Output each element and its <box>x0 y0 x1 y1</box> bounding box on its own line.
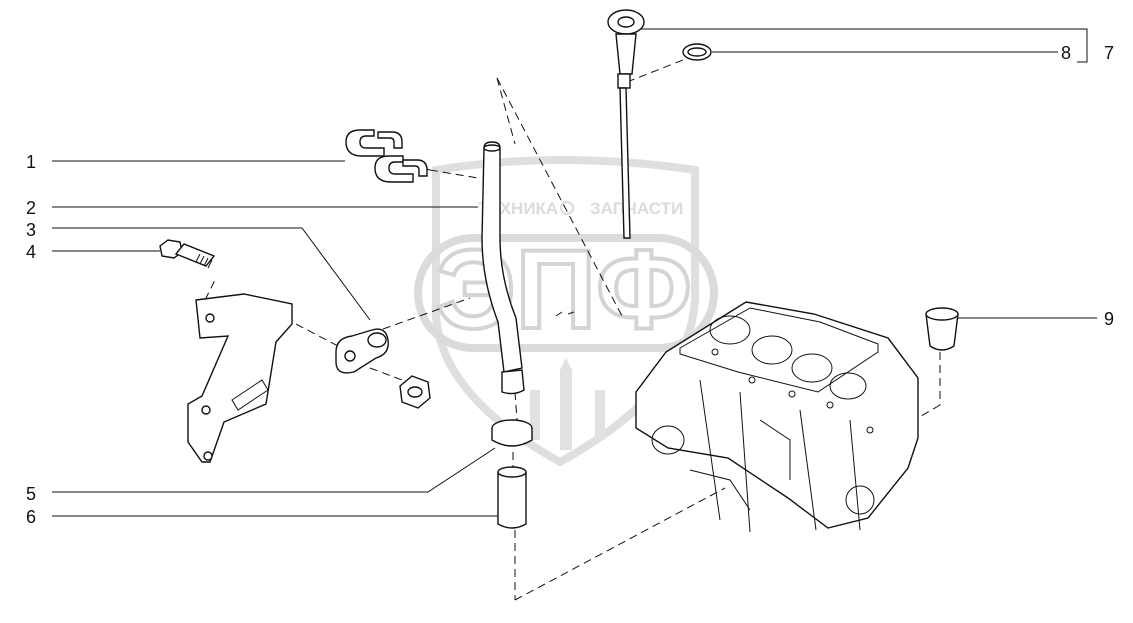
callout-3: 3 <box>26 220 36 240</box>
part-clip <box>345 129 428 183</box>
callout-7: 7 <box>1104 43 1114 63</box>
callout-1: 1 <box>26 152 36 172</box>
part-pipe-clamp <box>335 328 389 374</box>
callout-6: 6 <box>26 507 36 527</box>
part-guide-tube <box>481 141 525 395</box>
callout-8: 8 <box>1061 43 1071 63</box>
part-hose-clamp <box>491 419 533 447</box>
watermark-big-text: ЭПФ <box>436 227 692 352</box>
wheat-icon <box>530 358 605 450</box>
part-o-ring <box>682 43 712 61</box>
callout-4: 4 <box>26 242 36 262</box>
part-mounting-bracket <box>187 293 293 463</box>
watermark-logo: ТЕХНИКА ЗАПЧАСТИ ЭПФ <box>414 156 718 467</box>
part-nut <box>399 375 431 409</box>
part-sleeve <box>497 466 527 529</box>
leader-lines <box>52 28 1097 601</box>
center-marks <box>555 311 575 317</box>
gear-icon <box>560 201 574 215</box>
callout-2: 2 <box>26 198 36 218</box>
callout-9: 9 <box>1104 309 1114 329</box>
callout-labels: 1 2 3 4 5 6 7 8 9 <box>26 43 1114 527</box>
part-dipstick <box>607 9 645 239</box>
engine-block <box>635 301 919 533</box>
part-plug <box>925 307 959 351</box>
watermark-text-right: ЗАПЧАСТИ <box>590 199 683 218</box>
part-bolt <box>159 239 216 269</box>
callout-5: 5 <box>26 484 36 504</box>
